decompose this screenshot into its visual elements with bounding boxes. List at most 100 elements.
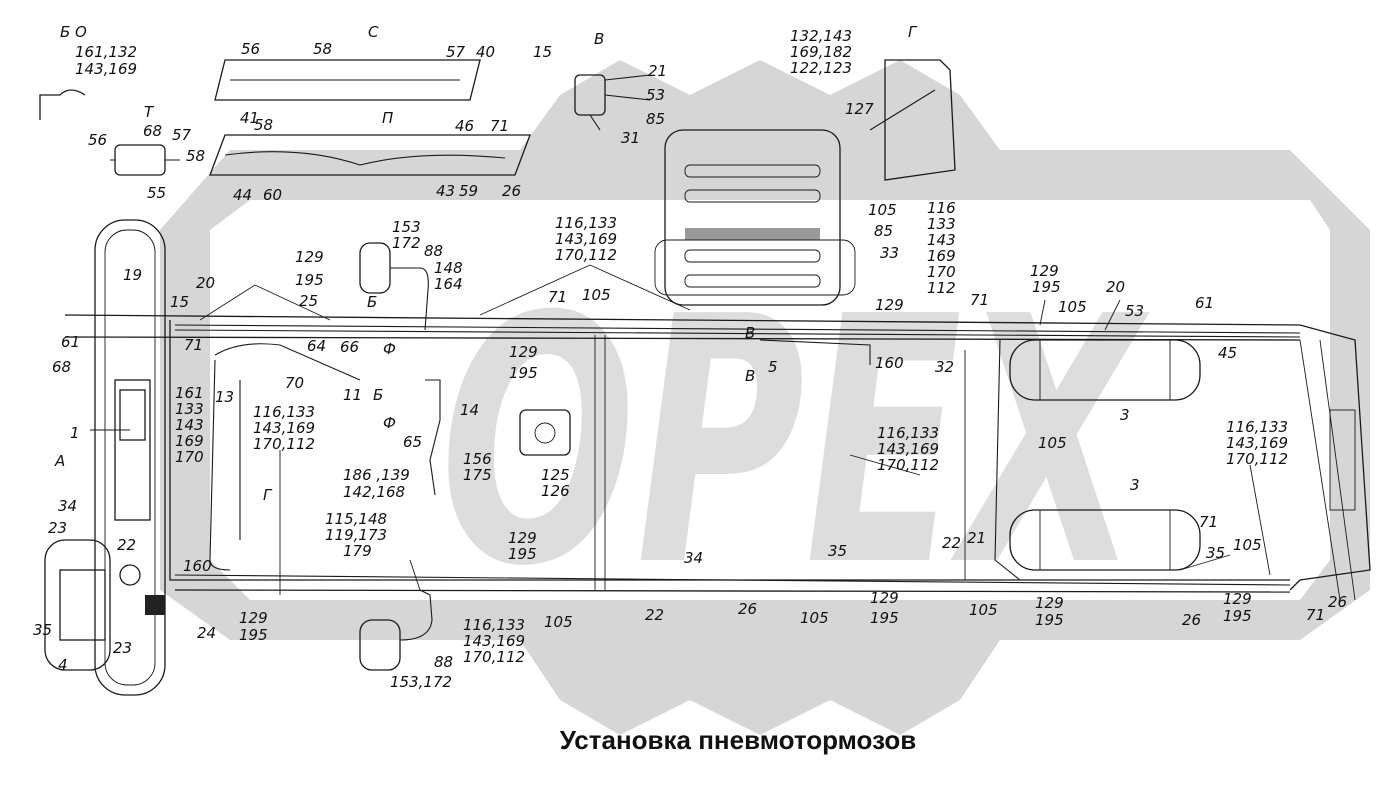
callout: 143,169 (75, 60, 137, 78)
rear-axle-assembly (44, 539, 165, 671)
callout: 20 (1106, 278, 1125, 296)
valve-unit (519, 409, 571, 456)
callout: 71 (970, 291, 989, 309)
callout: 71 (184, 336, 203, 354)
callout: 11 (343, 386, 362, 404)
leader-lines (90, 264, 1271, 595)
inset-view-p (209, 134, 531, 176)
callout: 59 (459, 182, 478, 200)
callout: 129 (875, 296, 904, 314)
callout-labels: 161,132 143,169 56 58 57 40 41 15 21 53 … (33, 27, 1347, 691)
callout: 5 (768, 358, 778, 376)
callout: 133 (927, 215, 956, 233)
brake-chamber-bottom (359, 589, 433, 671)
callout: 21 (648, 62, 667, 80)
callout: 186 ,139 (343, 466, 410, 484)
callout: 195 (295, 271, 324, 289)
callout: 143,169 (1226, 434, 1288, 452)
callout: 35 (33, 621, 52, 639)
callout: 170 (927, 263, 956, 281)
callout: 64 (307, 337, 326, 355)
callout: 195 (508, 545, 537, 563)
callout: 65 (403, 433, 422, 451)
view-label-t: Т (144, 103, 155, 121)
front-wheel (94, 219, 166, 696)
callout: 172 (392, 234, 421, 252)
callout: 26 (738, 600, 757, 618)
view-label-c: С (368, 23, 379, 41)
callout: 112 (927, 279, 956, 297)
callout: 129 (870, 589, 899, 607)
callout: 195 (1223, 607, 1252, 625)
callout: 160 (183, 557, 212, 575)
callout: 61 (61, 333, 80, 351)
callout: 4 (58, 656, 68, 674)
callout: 116,133 (877, 424, 939, 442)
callout: 3 (1120, 406, 1130, 424)
inset-view-t (110, 144, 180, 176)
callout: 179 (343, 542, 372, 560)
callout: 127 (845, 100, 874, 118)
section-mark-f2: Ф (383, 414, 396, 432)
callout: 126 (541, 482, 570, 500)
callout: 56 (241, 40, 260, 58)
drawing-title: Установка пневмотормозов (560, 725, 916, 755)
callout: 85 (874, 222, 893, 240)
chassis-frame (64, 314, 1371, 601)
callout: 3 (1130, 476, 1140, 494)
callout: 105 (544, 613, 573, 631)
callout: 23 (48, 519, 67, 537)
callout: 153 (392, 218, 421, 236)
inset-view-c (214, 59, 481, 101)
callout: 43 (436, 182, 455, 200)
callout: 129 (1223, 590, 1252, 608)
callout: 35 (1206, 544, 1225, 562)
callout: 133 (175, 400, 204, 418)
callout: 195 (509, 364, 538, 382)
callout: 156 (463, 450, 492, 468)
callout: 122,123 (790, 59, 852, 77)
callout: 34 (684, 549, 703, 567)
callout: 88 (424, 242, 443, 260)
view-labels: Б О С В Г Т П А Б Б В В Ф Ф Г (54, 23, 918, 504)
callout: 61 (1195, 294, 1214, 312)
callout: 105 (868, 201, 897, 219)
callout: 66 (340, 338, 359, 356)
callout: 33 (880, 244, 899, 262)
callout: 105 (1058, 298, 1087, 316)
callout: 195 (1032, 278, 1061, 296)
callout: 57 (172, 126, 192, 144)
callout: 116,133 (463, 616, 525, 634)
callout: 105 (969, 601, 998, 619)
callout: 23 (113, 639, 132, 657)
view-label-p: П (382, 109, 393, 127)
callout: 143,169 (253, 419, 315, 437)
callout: 116,133 (253, 403, 315, 421)
callout: 153,172 (390, 673, 452, 691)
view-label-b-o: Б О (60, 23, 87, 41)
brake-chamber-top (359, 242, 429, 331)
callout: 143 (927, 231, 956, 249)
view-label-v: В (594, 30, 604, 48)
callout: 161 (175, 384, 204, 402)
callout: 169 (927, 247, 956, 265)
callout: 53 (646, 86, 665, 104)
callout: 55 (147, 184, 166, 202)
callout: 68 (52, 358, 71, 376)
callout: 85 (646, 110, 665, 128)
callout: 26 (1328, 593, 1347, 611)
callout: 70 (285, 374, 304, 392)
callout: 71 (490, 117, 509, 135)
callout: 143,169 (463, 632, 525, 650)
callout: 125 (541, 466, 570, 484)
callout: 129 (509, 343, 538, 361)
view-label-g: Г (908, 23, 918, 41)
air-lines (174, 324, 1301, 586)
callout: 71 (548, 288, 567, 306)
callout: 58 (313, 40, 332, 58)
callout: 35 (828, 542, 847, 560)
callout: 119,173 (325, 526, 387, 544)
callout: 1 (70, 424, 80, 442)
inset-view-bo (39, 89, 86, 120)
callout: 169 (175, 432, 204, 450)
